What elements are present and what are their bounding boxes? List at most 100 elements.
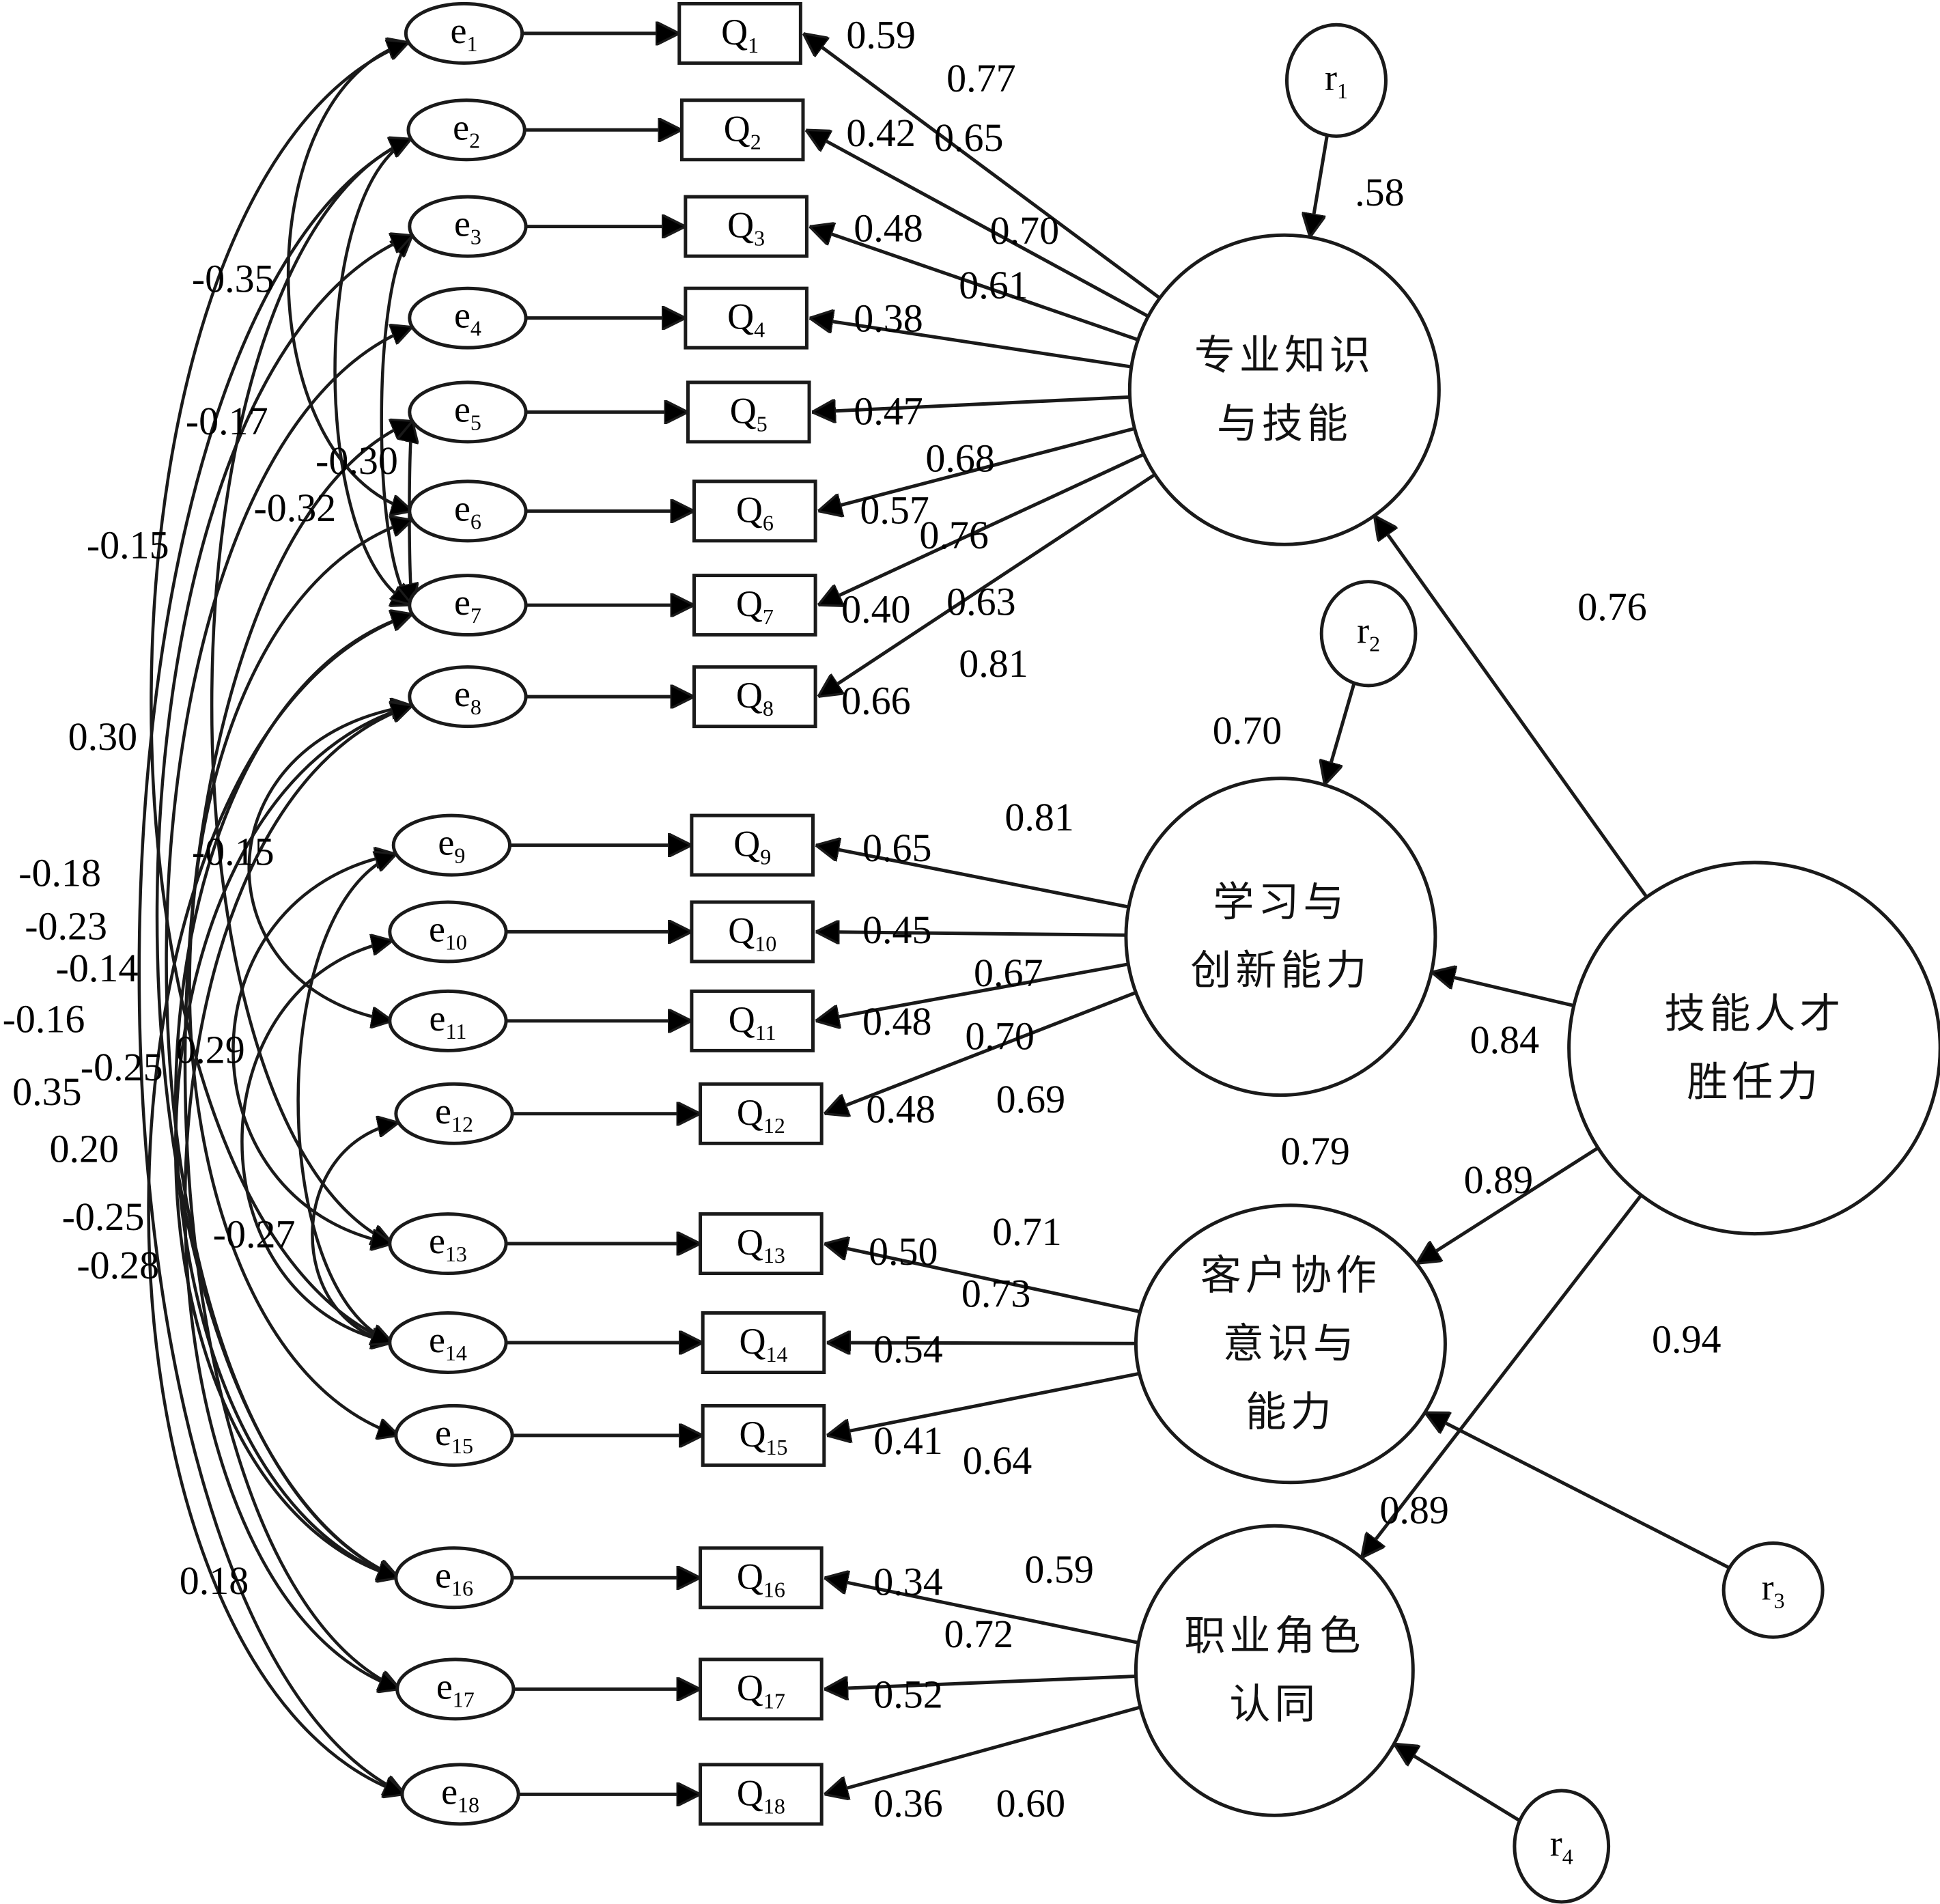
item-box-q12: Q12 <box>699 1082 824 1145</box>
covariance-e12-e14 <box>311 1123 399 1343</box>
item-box-q14: Q14 <box>701 1311 826 1375</box>
covariance-label-e8-e16: 0.20 <box>49 1127 119 1171</box>
error-node-e8: e8 <box>408 665 528 729</box>
residual-label-r1: r1 <box>1325 57 1348 103</box>
loading-label-q16: 0.59 <box>1024 1548 1094 1592</box>
loading-label-q2: 0.65 <box>934 115 1004 160</box>
error-label-e7: e7 <box>454 582 481 628</box>
error-label-e15: e15 <box>435 1412 473 1458</box>
r2-label-q14: 0.54 <box>873 1327 943 1371</box>
item-box-q2: Q2 <box>679 98 805 162</box>
residual-path-r1 <box>1310 135 1329 238</box>
error-node-e13: e13 <box>388 1212 508 1276</box>
covariance-label-e4-e16: -0.18 <box>18 850 101 895</box>
covariance-e2-e13 <box>210 139 411 1244</box>
covariance-label-e1-e6: -0.35 <box>192 257 275 301</box>
error-label-e17: e17 <box>436 1666 475 1711</box>
item-box-q18: Q18 <box>699 1763 824 1826</box>
factor-F4-label-line: 认同 <box>1229 1681 1319 1728</box>
residual-r4: r4 <box>1513 1789 1611 1904</box>
loading-F2-q12 <box>824 991 1137 1113</box>
structural-path-F1 <box>1375 516 1648 899</box>
second-order-factor-label-line: 技能人才 <box>1664 990 1844 1038</box>
item-box-q8: Q8 <box>692 665 817 729</box>
r2-label-q4: 0.38 <box>854 296 923 341</box>
r2-label-q6: 0.57 <box>860 488 929 533</box>
item-label-q8: Q8 <box>736 675 774 720</box>
error-node-e14: e14 <box>388 1311 508 1375</box>
error-node-e15: e15 <box>394 1403 514 1467</box>
residual-r1: r1 <box>1284 23 1388 138</box>
item-box-q13: Q13 <box>699 1212 824 1276</box>
error-node-e9: e9 <box>391 813 512 877</box>
item-label-q2: Q2 <box>724 108 761 154</box>
covariance-e8-e17 <box>183 705 412 1689</box>
factor-F3-label-line: 意识与 <box>1223 1320 1358 1368</box>
structural-path-F4 <box>1362 1194 1643 1558</box>
covariance-e9-e13 <box>231 854 396 1244</box>
item-label-q11: Q11 <box>729 999 776 1045</box>
item-box-q4: Q4 <box>684 286 809 350</box>
item-box-q5: Q5 <box>686 380 811 444</box>
item-label-q5: Q5 <box>730 390 768 436</box>
item-label-q4: Q4 <box>727 296 765 342</box>
item-label-q10: Q10 <box>728 910 776 955</box>
covariance-e10-e14 <box>240 940 393 1343</box>
item-box-q7: Q7 <box>692 574 817 637</box>
residual-r2: r2 <box>1319 580 1418 688</box>
loading-label-q1: 0.77 <box>946 56 1016 100</box>
residual-r3: r3 <box>1721 1541 1825 1639</box>
error-label-e8: e8 <box>454 673 481 719</box>
structural-label-F1: 0.76 <box>1577 585 1647 629</box>
error-label-e2: e2 <box>453 107 480 152</box>
item-box-q3: Q3 <box>684 195 809 258</box>
r2-label-q18: 0.36 <box>873 1781 943 1825</box>
covariance-label-e2-e18: -0.16 <box>3 996 85 1041</box>
item-label-q18: Q18 <box>737 1772 785 1818</box>
loading-F1-q8 <box>818 473 1156 697</box>
error-label-e18: e18 <box>441 1771 479 1817</box>
covariance-e4-e16 <box>165 327 412 1578</box>
item-box-q6: Q6 <box>692 479 817 543</box>
factor-F1-label-line: 与技能 <box>1217 400 1352 448</box>
covariance-label-e3-e7: -0.30 <box>315 438 398 483</box>
residual-path-r2 <box>1325 682 1356 785</box>
error-label-e14: e14 <box>429 1319 467 1365</box>
covariance-label-e12-e14: 0.18 <box>180 1558 249 1603</box>
covariance-e2-e18 <box>137 139 411 1794</box>
loading-label-q10: 0.67 <box>974 951 1043 995</box>
loading-label-q9: 0.81 <box>1004 795 1074 839</box>
loading-label-q11: 0.70 <box>965 1014 1035 1059</box>
error-label-e11: e11 <box>430 998 467 1044</box>
residual-label-r4: r4 <box>1550 1823 1573 1869</box>
loading-label-q4: 0.61 <box>959 263 1028 307</box>
r2-label-q7: 0.40 <box>841 587 911 632</box>
error-node-e7: e7 <box>408 574 528 637</box>
error-label-e16: e16 <box>435 1554 473 1600</box>
residual-value-r2: 0.70 <box>1213 708 1282 753</box>
error-node-e6: e6 <box>408 479 528 543</box>
item-label-q9: Q9 <box>733 824 771 869</box>
error-label-e13: e13 <box>429 1220 467 1266</box>
r2-label-q9: 0.65 <box>862 826 932 870</box>
error-label-e9: e9 <box>438 822 465 868</box>
factor-F4-label-line: 职业角色 <box>1184 1612 1364 1660</box>
residual-value-r3: 0.79 <box>1280 1129 1350 1173</box>
error-label-e12: e12 <box>435 1091 473 1136</box>
path-layer <box>506 33 1730 1823</box>
second-order-factor-label-line: 胜任力 <box>1687 1059 1822 1106</box>
factor-F3-label-line: 客户协作 <box>1200 1252 1381 1300</box>
coefficient-label-layer: -0.35-0.17-0.30-0.32-0.150.30-0.15-0.18-… <box>3 13 1721 1825</box>
r2-label-q5: 0.47 <box>854 389 923 434</box>
item-box-q16: Q16 <box>699 1546 824 1610</box>
covariance-label-e3-e16: 0.30 <box>68 714 138 759</box>
loading-label-q18: 0.60 <box>996 1781 1066 1825</box>
loading-F2-q11 <box>815 962 1129 1021</box>
covariance-label-e10-e14: -0.27 <box>213 1212 296 1257</box>
error-node-e18: e18 <box>400 1763 520 1826</box>
error-label-e5: e5 <box>454 389 481 434</box>
r2-label-q17: 0.52 <box>873 1672 943 1717</box>
